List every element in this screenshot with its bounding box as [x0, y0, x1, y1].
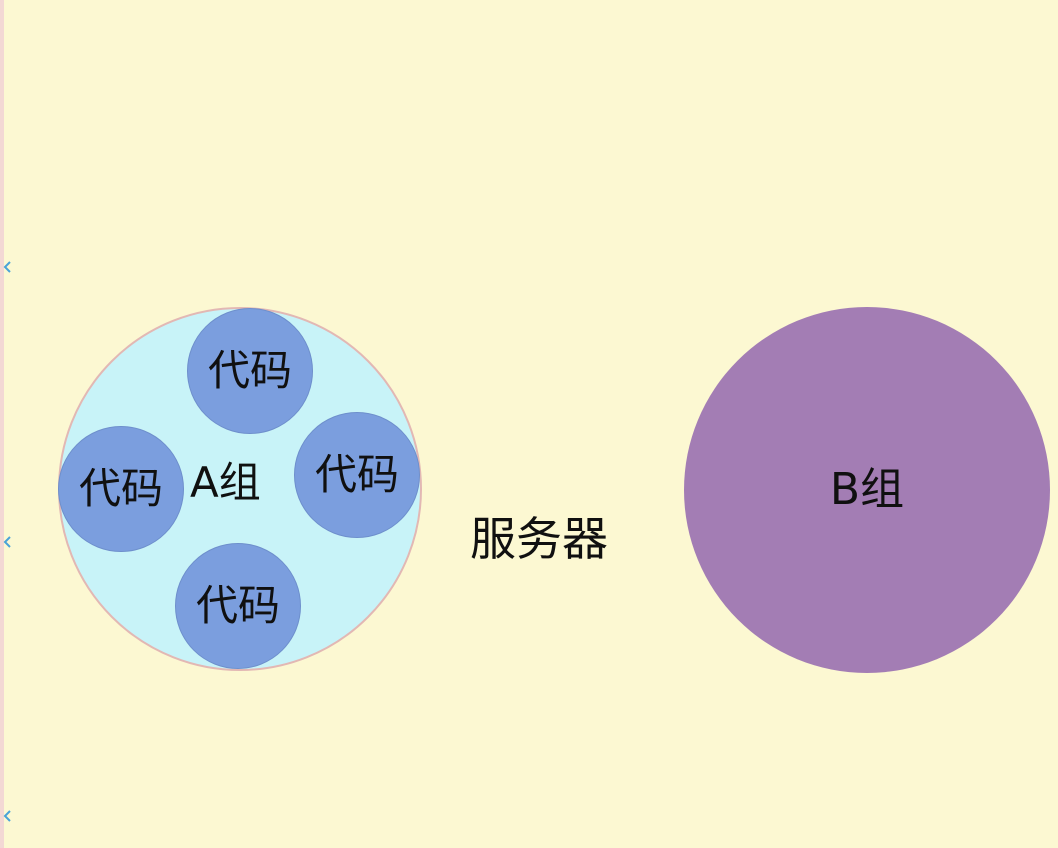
group-a-label: A组: [190, 458, 261, 507]
group-b-circle: B组: [684, 307, 1050, 673]
chevron-left-icon: [3, 536, 11, 548]
chevron-left-icon: [3, 261, 11, 273]
code-node-label: 代码: [195, 581, 280, 630]
code-node: 代码: [294, 412, 420, 538]
code-node-label: 代码: [207, 346, 292, 395]
chevron-left-icon: [3, 810, 11, 822]
server-label: 服务器: [470, 512, 608, 566]
code-node: 代码: [175, 543, 301, 669]
group-b-label: B组: [829, 464, 905, 515]
code-node: 代码: [58, 426, 184, 552]
code-node-label: 代码: [78, 464, 163, 513]
code-node-label: 代码: [314, 450, 399, 499]
left-edge-line: [0, 0, 4, 848]
code-node: 代码: [187, 308, 313, 434]
